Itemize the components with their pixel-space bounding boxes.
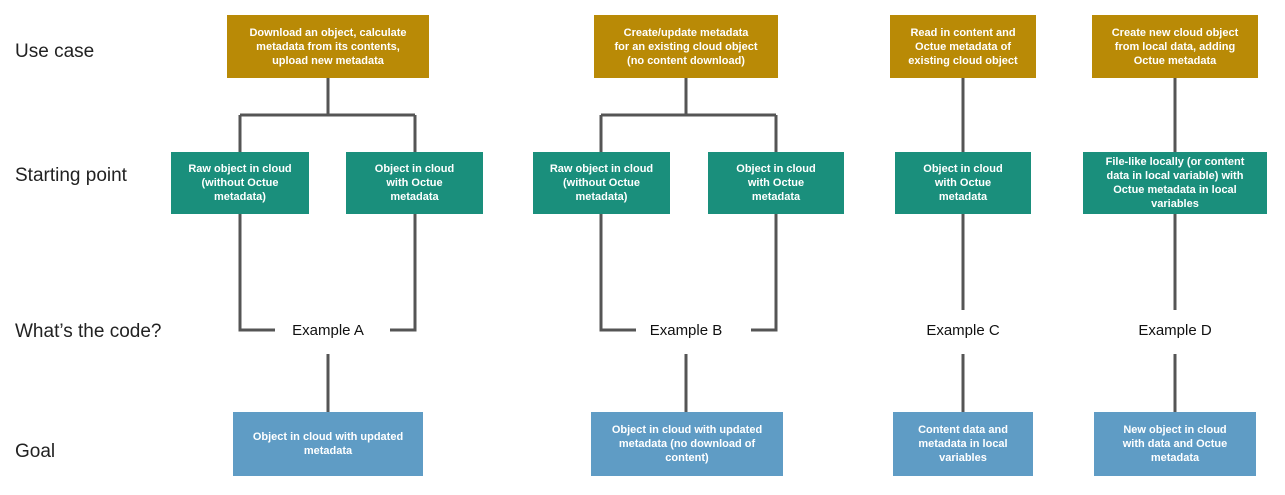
example-label-d: Example D bbox=[1138, 322, 1212, 339]
example-label-a: Example A bbox=[292, 322, 364, 339]
goal-box-a: Object in cloud with updated metadata bbox=[233, 412, 423, 476]
goal-box-d: New object in cloud with data and Octue … bbox=[1094, 412, 1256, 476]
starting-point-raw-a: Raw object in cloud (without Octue metad… bbox=[171, 152, 309, 214]
example-label-b: Example B bbox=[649, 322, 723, 339]
example-label-c: Example C bbox=[926, 322, 1000, 339]
use-case-box-d: Create new cloud object from local data,… bbox=[1092, 15, 1258, 78]
connector-line bbox=[599, 214, 636, 332]
row-label-starting-point: Starting point bbox=[15, 165, 127, 186]
connector-line bbox=[390, 214, 417, 332]
row-label-use-case: Use case bbox=[15, 41, 95, 62]
starting-point-raw-b: Raw object in cloud (without Octue metad… bbox=[533, 152, 670, 214]
use-case-box-a: Download an object, calculate metadata f… bbox=[227, 15, 429, 78]
goal-box-c: Content data and metadata in local varia… bbox=[893, 412, 1033, 476]
connector-line bbox=[751, 214, 778, 332]
starting-point-local-d: File-like locally (or content data in lo… bbox=[1083, 152, 1267, 214]
starting-point-octue-b: Object in cloud with Octue metadata bbox=[708, 152, 844, 214]
use-case-box-b: Create/update metadata for an existing c… bbox=[594, 15, 778, 78]
starting-point-octue-c: Object in cloud with Octue metadata bbox=[895, 152, 1031, 214]
connector-line bbox=[238, 214, 275, 332]
use-case-box-c: Read in content and Octue metadata of ex… bbox=[890, 15, 1036, 78]
row-label-goal: Goal bbox=[15, 441, 56, 462]
row-label-code: What’s the code? bbox=[15, 321, 162, 342]
goal-box-b: Object in cloud with updated metadata (n… bbox=[591, 412, 783, 476]
starting-point-octue-a: Object in cloud with Octue metadata bbox=[346, 152, 483, 214]
